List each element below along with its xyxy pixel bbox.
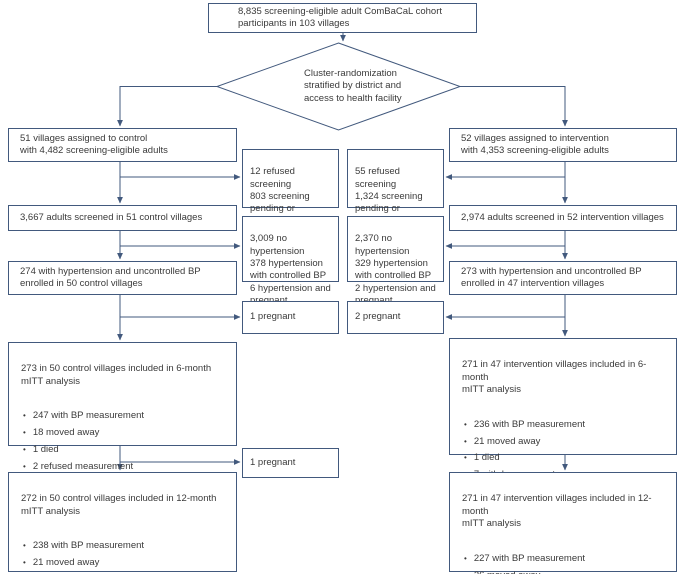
intervention-screened-text: 2,974 adults screened in 52 intervention… bbox=[461, 211, 664, 223]
bullet-item: •238 with BP measurement bbox=[23, 540, 145, 552]
intervention-12month-title: 271 in 47 intervention villages included… bbox=[462, 493, 652, 530]
intervention-12month-list: •227 with BP measurement•26 moved away•3… bbox=[462, 553, 668, 574]
bullet-item: •2 refused measurement bbox=[23, 460, 134, 472]
bullet-item: •227 with BP measurement bbox=[464, 552, 586, 564]
control-12month-list: •238 with BP measurement•21 moved away•6… bbox=[21, 540, 228, 574]
control-enrolled-box: 274 with hypertension and uncontrolled B… bbox=[8, 261, 237, 295]
cohort-box: 8,835 screening-eligible adult ComBaCaL … bbox=[208, 3, 477, 33]
intervention-refused-box: 55 refused screening 1,324 screening pen… bbox=[347, 149, 444, 227]
bullet-item: •21 moved away bbox=[23, 557, 100, 569]
bullet-item: •1 died bbox=[464, 452, 500, 464]
intervention-not-eligible-box: 2,370 no hypertension 329 hypertension w… bbox=[347, 216, 444, 306]
control-screened-box: 3,667 adults screened in 51 control vill… bbox=[8, 205, 237, 231]
randomization-diamond bbox=[215, 42, 462, 131]
bullet-item: •18 moved away bbox=[23, 427, 100, 439]
intervention-12month-box: 271 in 47 intervention villages included… bbox=[449, 472, 677, 574]
intervention-6month-box: 271 in 47 intervention villages included… bbox=[449, 338, 677, 514]
control-pregnant-enrolment-box: 1 pregnant bbox=[242, 301, 339, 334]
intervention-not-eligible-text: 2,370 no hypertension 329 hypertension w… bbox=[355, 233, 436, 306]
control-12month-title: 272 in 50 control villages included in 1… bbox=[21, 493, 217, 517]
control-pregnant-6month-text: 1 pregnant bbox=[250, 456, 296, 468]
control-assigned-text: 51 villages assigned to control with 4,4… bbox=[20, 132, 168, 156]
bullet-item: •21 moved away bbox=[464, 435, 541, 447]
control-not-eligible-text: 3,009 no hypertension 378 hypertension w… bbox=[250, 233, 331, 306]
intervention-pregnant-enrolment-box: 2 pregnant bbox=[347, 301, 444, 334]
intervention-6month-title: 271 in 47 intervention villages included… bbox=[462, 359, 647, 396]
intervention-assigned-box: 52 villages assigned to intervention wit… bbox=[449, 128, 677, 162]
control-enrolled-text: 274 with hypertension and uncontrolled B… bbox=[20, 265, 201, 289]
bullet-item: •1 died bbox=[23, 443, 59, 455]
intervention-screened-box: 2,974 adults screened in 52 intervention… bbox=[449, 205, 677, 231]
cohort-text: 8,835 screening-eligible adult ComBaCaL … bbox=[238, 5, 443, 29]
control-screened-text: 3,667 adults screened in 51 control vill… bbox=[20, 211, 203, 223]
control-pregnant-6month-box: 1 pregnant bbox=[242, 448, 339, 478]
bullet-item: •236 with BP measurement bbox=[464, 418, 586, 430]
control-assigned-box: 51 villages assigned to control with 4,4… bbox=[8, 128, 237, 162]
intervention-assigned-text: 52 villages assigned to intervention wit… bbox=[461, 132, 609, 156]
control-6month-title: 273 in 50 control villages included in 6… bbox=[21, 363, 212, 387]
intervention-enrolled-text: 273 with hypertension and uncontrolled B… bbox=[461, 265, 642, 289]
control-pregnant-enrolment-text: 1 pregnant bbox=[250, 311, 296, 323]
control-not-eligible-box: 3,009 no hypertension 378 hypertension w… bbox=[242, 216, 339, 306]
control-6month-box: 273 in 50 control villages included in 6… bbox=[8, 342, 237, 489]
bullet-item: •26 moved away bbox=[462, 570, 668, 574]
control-refused-box: 12 refused screening 803 screening pendi… bbox=[242, 149, 339, 227]
intervention-pregnant-enrolment-text: 2 pregnant bbox=[355, 311, 401, 323]
bullet-item: •247 with BP measurement bbox=[23, 410, 145, 422]
control-12month-box: 272 in 50 control villages included in 1… bbox=[8, 472, 237, 574]
randomization-label: Cluster-randomization stratified by dist… bbox=[304, 68, 402, 104]
intervention-enrolled-box: 273 with hypertension and uncontrolled B… bbox=[449, 261, 677, 295]
